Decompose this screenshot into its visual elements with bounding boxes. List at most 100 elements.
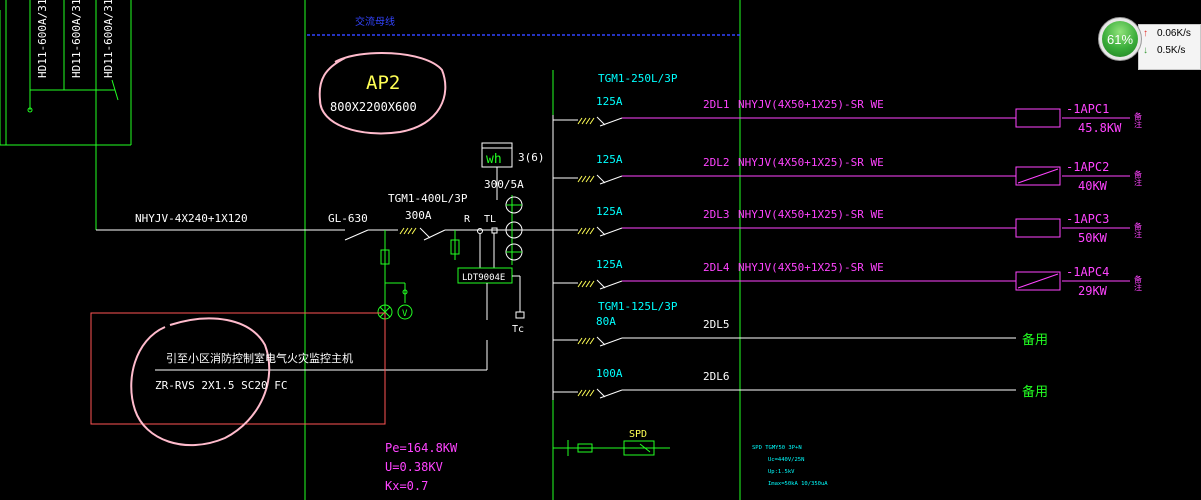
load-name: -1APC1: [1066, 102, 1109, 116]
isolator-label: GL-630: [328, 212, 368, 225]
spd-note-3: Up:1.5kV: [768, 469, 795, 475]
circuit-id: 2DL6: [703, 370, 730, 383]
tc-terminal: [515, 311, 525, 319]
circuit-blade: [599, 227, 623, 237]
upload-row: ↑ 0.06K/s: [1139, 25, 1200, 42]
spd-note-2: Uc=440V/25N: [768, 457, 804, 463]
main-breaker-blade: [423, 229, 446, 241]
fire-alarm-pink-circle: [130, 317, 271, 447]
main-breaker-contact: [419, 227, 431, 239]
top-bus-label: 交流母线: [355, 15, 395, 28]
arrow-up-icon: ↑: [1143, 28, 1148, 39]
circuit-breaker-symbol: [577, 337, 595, 345]
circuit-breaker-symbol: [577, 389, 595, 397]
load-power: 45.8KW: [1078, 121, 1122, 135]
load-box-slash: [1017, 168, 1059, 184]
cabinet-label-1: HD11-600A/31: [36, 0, 49, 78]
total-u: U=0.38KV: [385, 460, 443, 474]
circuit-id: 2DL3: [703, 208, 730, 221]
spd-fuse: [577, 443, 593, 453]
voltmeter-v: V: [402, 309, 408, 319]
circuit-breaker-symbol: [577, 227, 595, 235]
spd-box: [623, 440, 655, 456]
cabinet-label-2: HD11-600A/31: [70, 0, 83, 78]
load-name: -1APC3: [1066, 212, 1109, 226]
label-r: R: [464, 214, 471, 225]
circuit-row-2dl5: 80A 2DL5 备用: [553, 315, 1048, 348]
load-box: [1015, 271, 1061, 291]
terminal-r: [477, 228, 483, 234]
circuit-cable: NHYJV(4X50+1X25)-SR WE: [738, 98, 884, 111]
circuit-blade: [599, 389, 623, 399]
cpu-gauge[interactable]: 61%: [1098, 17, 1142, 61]
ap2-pink-circle: [318, 52, 447, 135]
incoming-cable-label: NHYJV-4X240+1X120: [135, 212, 248, 225]
load-box: [1015, 108, 1061, 128]
download-row: ↓ 0.5K/s: [1139, 42, 1200, 59]
main-breaker-symbol: [399, 227, 417, 235]
circuit-blade: [599, 117, 623, 127]
label-tc: Tc: [512, 324, 524, 335]
circuit-contact: [596, 226, 606, 236]
fire-alarm-box: [90, 312, 386, 425]
network-speed-box: ↑ 0.06K/s ↓ 0.5K/s: [1138, 24, 1201, 70]
upload-speed: 0.06K/s: [1157, 28, 1191, 39]
network-monitor-widget[interactable]: ↑ 0.06K/s ↓ 0.5K/s 61%: [1094, 17, 1201, 70]
circuit-contact: [596, 336, 606, 346]
fire-alarm-cable: ZR-RVS 2X1.5 SC20 FC: [155, 379, 287, 392]
cabinet-frame: [0, 0, 132, 146]
circuit-cable: NHYJV(4X50+1X25)-SR WE: [738, 208, 884, 221]
circuit-spare-label: 备用: [1022, 384, 1048, 400]
load-tail-note: 备注: [1134, 221, 1143, 239]
panel-name: AP2: [366, 72, 400, 94]
cabinet-label-3: HD11-600A/31: [102, 0, 115, 78]
circuit-breaker-symbol: [577, 175, 595, 183]
energy-meter-label: wh: [486, 152, 502, 167]
current-transformer-2: [505, 221, 523, 239]
spd-label: SPD: [629, 429, 647, 440]
main-breaker-type: TGM1-400L/3P: [388, 192, 468, 205]
main-breaker-rating: 300A: [405, 209, 432, 222]
circuit-breaker-symbol: [577, 280, 595, 288]
circuit-id: 2DL2: [703, 156, 730, 169]
circuit-contact: [596, 116, 606, 126]
load-power: 50KW: [1078, 231, 1108, 245]
load-name: -1APC2: [1066, 160, 1109, 174]
spd-note-4: Imax=50kA 10/350uA: [768, 481, 828, 487]
load-power: 40KW: [1078, 179, 1108, 193]
load-box: [1015, 166, 1061, 186]
load-tail-note: 备注: [1134, 274, 1143, 292]
fire-alarm-note: 引至小区消防控制室电气火灾监控主机: [166, 351, 353, 365]
circuit-id: 2DL4: [703, 261, 730, 274]
circuit-blade: [599, 337, 623, 347]
cpu-usage-ball: 61%: [1102, 21, 1138, 57]
signal-lamp-x2: [379, 306, 391, 318]
circuit-spare-label: 备用: [1022, 332, 1048, 348]
breaker-group1-label: TGM1-250L/3P: [598, 72, 678, 85]
voltmeter: [397, 304, 413, 320]
circuit-breaker-symbol: [577, 117, 595, 125]
load-box-slash: [1017, 273, 1059, 289]
isolator-switch: [344, 229, 369, 241]
circuit-rating: 80A: [596, 315, 616, 328]
circuit-cable: NHYJV(4X50+1X25)-SR WE: [738, 156, 884, 169]
circuit-blade: [599, 175, 623, 185]
load-tail-note: 备注: [1134, 169, 1143, 187]
ct-ratio: 300/5A: [484, 178, 524, 191]
total-pe: Pe=164.8KW: [385, 441, 458, 455]
load-tail-note: 备注: [1134, 111, 1143, 129]
circuit-id: 2DL5: [703, 318, 730, 331]
fuse-a: [380, 249, 390, 265]
label-tl: TL: [484, 214, 496, 225]
circuit-rating: 125A: [596, 153, 623, 166]
circuit-rating: 125A: [596, 95, 623, 108]
circuit-row-2dl2: 125A 2DL2 NHYJV(4X50+1X25)-SR WE -1APC2 40KW…: [553, 153, 1143, 193]
circuit-row-2dl1: 125A 2DL1 NHYJV(4X50+1X25)-SR WE -1APC1 45.8…: [553, 95, 1143, 135]
arrow-down-icon: ↓: [1143, 45, 1148, 56]
circuit-id: 2DL1: [703, 98, 730, 111]
circuit-rating: 100A: [596, 367, 623, 380]
